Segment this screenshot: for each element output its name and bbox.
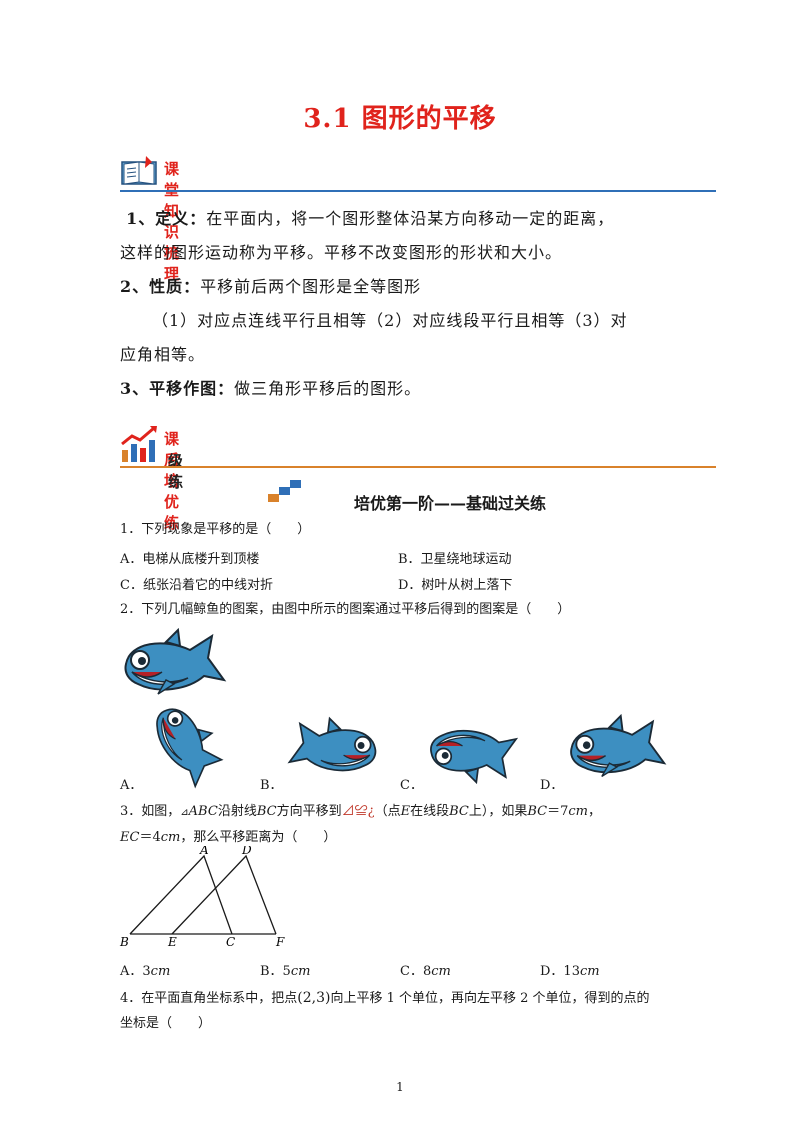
definition-paragraph: 1、定义：在平面内，将一个图形整体沿某方向移动一定的距离， 这样的图形运动称为平… — [120, 202, 700, 406]
section-divider — [120, 466, 716, 468]
section-divider — [120, 190, 716, 192]
vertex-label-c: C — [226, 935, 235, 949]
q2-option-c: C． — [400, 778, 423, 793]
translation-triangle-figure: A D B E C F — [119, 846, 285, 949]
definition-text: 在平面内，将一个图形整体沿某方向移动一定的距离， — [206, 209, 615, 228]
q2-option-d: D． — [540, 778, 564, 793]
property-detail-2: 应角相等。 — [120, 345, 206, 364]
q3-option-c: C．8cm — [400, 964, 451, 979]
vertex-label-f: F — [275, 935, 285, 949]
question-4-stem-2: 坐标是（ ） — [120, 1016, 212, 1031]
q2-option-b: B． — [260, 778, 283, 793]
definition-text-2: 这样的图形运动称为平移。平移不改变图形的形状和大小。 — [120, 243, 563, 262]
q1-option-c: C．纸张沿着它的中线对折 — [120, 578, 273, 593]
question-4-stem: 4．在平面直角坐标系中，把点(2,3)向上平移 1 个单位，再向左平移 2 个单… — [120, 990, 650, 1006]
vertex-label-a: A — [199, 846, 209, 857]
vertex-label-e: E — [167, 935, 177, 949]
construction-text: 做三角形平移后的图形。 — [234, 379, 422, 398]
q1-option-b: B．卫星绕地球运动 — [398, 552, 512, 567]
question-3-stem: 3．如图，⊿ABC沿射线BC方向平移到⊿≌¿（点E在线段BC上），如果BC＝7c… — [120, 804, 602, 819]
section-title: 课堂知识梳理 — [164, 160, 180, 283]
definition-label: 1、定义： — [126, 209, 207, 228]
q3-option-d: D．13cm — [540, 964, 600, 979]
q1-option-a: A．电梯从底楼升到顶楼 — [120, 552, 260, 567]
question-1-stem: 1．下列现象是平移的是（ ） — [120, 522, 311, 537]
shark-option-b-image — [287, 716, 377, 772]
property-text: 平移前后两个图形是全等图形 — [200, 277, 422, 296]
section-sublabel: 级练 — [168, 452, 184, 491]
question-2-stem: 2．下列几幅鲸鱼的图案，由图中所示的图案通过平移后得到的图案是（ ） — [120, 602, 571, 617]
property-label: 2、性质： — [120, 277, 201, 296]
vertex-label-b: B — [119, 935, 129, 949]
shark-option-d-image — [570, 714, 667, 778]
section-title: 课后培优练 — [164, 430, 180, 532]
q2-option-a: A． — [120, 778, 143, 793]
page-number: 1 — [396, 1080, 404, 1094]
q3-option-a: A．3cm — [120, 964, 171, 979]
vertex-label-d: D — [241, 846, 252, 857]
question-3-stem-2: EC＝4cm，那么平移距离为（ ） — [120, 830, 337, 845]
page-title: 3.1 图形的平移 — [303, 104, 497, 134]
property-detail: （1）对应点连线平行且相等（2）对应线段平行且相等（3）对 — [152, 311, 628, 330]
construction-label: 3、平移作图： — [120, 379, 235, 398]
shark-option-a-image — [156, 708, 224, 789]
q3-option-b: B．5cm — [260, 964, 311, 979]
shark-option-c-image — [430, 729, 519, 784]
book-icon — [121, 156, 157, 185]
shark-reference-image — [124, 628, 227, 695]
q1-option-d: D．树叶从树上落下 — [398, 578, 513, 593]
stairs-icon — [268, 480, 301, 502]
stage-title: 培优第一阶——基础过关练 — [353, 494, 546, 513]
growth-chart-icon — [121, 426, 157, 462]
